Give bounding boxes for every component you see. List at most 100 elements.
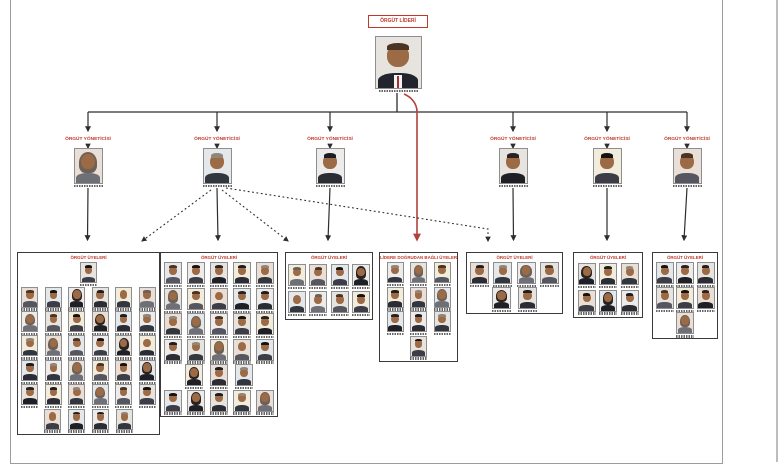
member <box>91 384 109 409</box>
member-photo <box>21 359 39 381</box>
member <box>210 338 228 364</box>
hair <box>192 341 200 345</box>
hair <box>261 265 269 269</box>
manager-photo <box>73 148 103 184</box>
member-name-illegible <box>351 313 370 317</box>
box-4: LİDERE DOĞRUDAN BAĞLI ÜYELER <box>379 252 458 362</box>
face <box>238 342 246 352</box>
member-photo <box>516 262 536 284</box>
member <box>386 286 404 311</box>
member <box>115 335 133 360</box>
member-photo <box>187 262 205 285</box>
member-row <box>382 262 455 287</box>
shoulders <box>76 172 100 183</box>
member <box>187 338 205 364</box>
hair <box>582 292 591 296</box>
member-photo <box>233 338 251 361</box>
member-photo <box>410 311 427 333</box>
face <box>261 266 269 275</box>
hair <box>604 266 612 270</box>
member-name-illegible <box>233 335 251 339</box>
member-name-illegible <box>44 381 62 384</box>
shoulders <box>579 278 594 285</box>
shoulders <box>600 304 616 311</box>
member-row <box>20 310 157 336</box>
member <box>21 286 39 311</box>
shoulders <box>70 300 84 307</box>
member-row <box>20 408 157 433</box>
member-name-illegible <box>351 286 370 290</box>
hair <box>680 152 694 158</box>
manager-label: ÖRGÜT YÖNETİCİSİ <box>307 137 353 142</box>
hair <box>192 265 200 269</box>
member-photo <box>164 389 182 412</box>
member-photo <box>599 289 617 312</box>
member <box>164 287 182 313</box>
member <box>233 338 251 364</box>
member <box>68 359 86 384</box>
shoulders <box>186 379 202 386</box>
member-photo <box>309 263 328 286</box>
shoulders <box>579 304 594 311</box>
face <box>192 393 200 403</box>
member-name-illegible <box>116 430 133 433</box>
shoulders <box>46 300 60 307</box>
member-name-illegible <box>21 308 39 311</box>
box-2: ÖRGÜT ÜYELERİ <box>160 252 278 417</box>
member-name-illegible <box>288 286 307 290</box>
shoulders <box>234 277 250 284</box>
member-row <box>655 287 715 313</box>
member <box>138 286 156 311</box>
member-name-illegible <box>68 357 86 360</box>
hair <box>625 266 634 270</box>
leader-photo <box>374 36 422 93</box>
face <box>119 314 128 323</box>
shoulders <box>318 172 342 183</box>
member-row <box>163 364 275 390</box>
face <box>26 290 34 299</box>
member-photo <box>91 384 109 406</box>
member-name-illegible <box>410 332 427 336</box>
member-photo <box>233 389 251 412</box>
shoulders <box>411 300 426 307</box>
shoulders <box>495 277 511 283</box>
hair <box>73 387 81 391</box>
hair <box>240 367 248 371</box>
shoulders <box>657 277 672 283</box>
hair <box>26 387 34 391</box>
member-photo <box>138 335 156 357</box>
shoulders <box>211 353 227 360</box>
member <box>233 287 251 313</box>
member <box>676 287 694 313</box>
member-photo <box>410 286 427 308</box>
hair <box>475 265 484 269</box>
face <box>335 294 344 304</box>
face <box>414 314 423 324</box>
shoulders <box>69 422 84 429</box>
member-photo <box>115 384 133 406</box>
member-grid <box>469 262 560 313</box>
member-name-illegible <box>115 405 133 409</box>
member-name-illegible <box>210 386 228 390</box>
member-name-illegible <box>187 361 205 364</box>
member-photo <box>187 287 205 310</box>
member-row <box>469 262 560 288</box>
member-name-illegible <box>696 284 715 288</box>
shoulders <box>140 374 154 380</box>
member <box>410 335 427 360</box>
manager-node-3: ÖRGÜT YÖNETİCİSİ <box>297 135 363 188</box>
shoulders <box>257 353 273 360</box>
manager-photo <box>202 148 232 184</box>
chart-frame-border <box>10 0 723 464</box>
member-name-illegible <box>676 309 694 313</box>
face <box>49 363 58 372</box>
face <box>73 339 81 348</box>
member-photo <box>21 286 39 308</box>
hair <box>681 290 689 294</box>
member-photo <box>115 310 133 332</box>
face <box>215 316 223 326</box>
hair <box>169 316 177 320</box>
member-name-illegible <box>138 381 156 384</box>
member <box>256 287 274 313</box>
hair <box>49 362 57 366</box>
